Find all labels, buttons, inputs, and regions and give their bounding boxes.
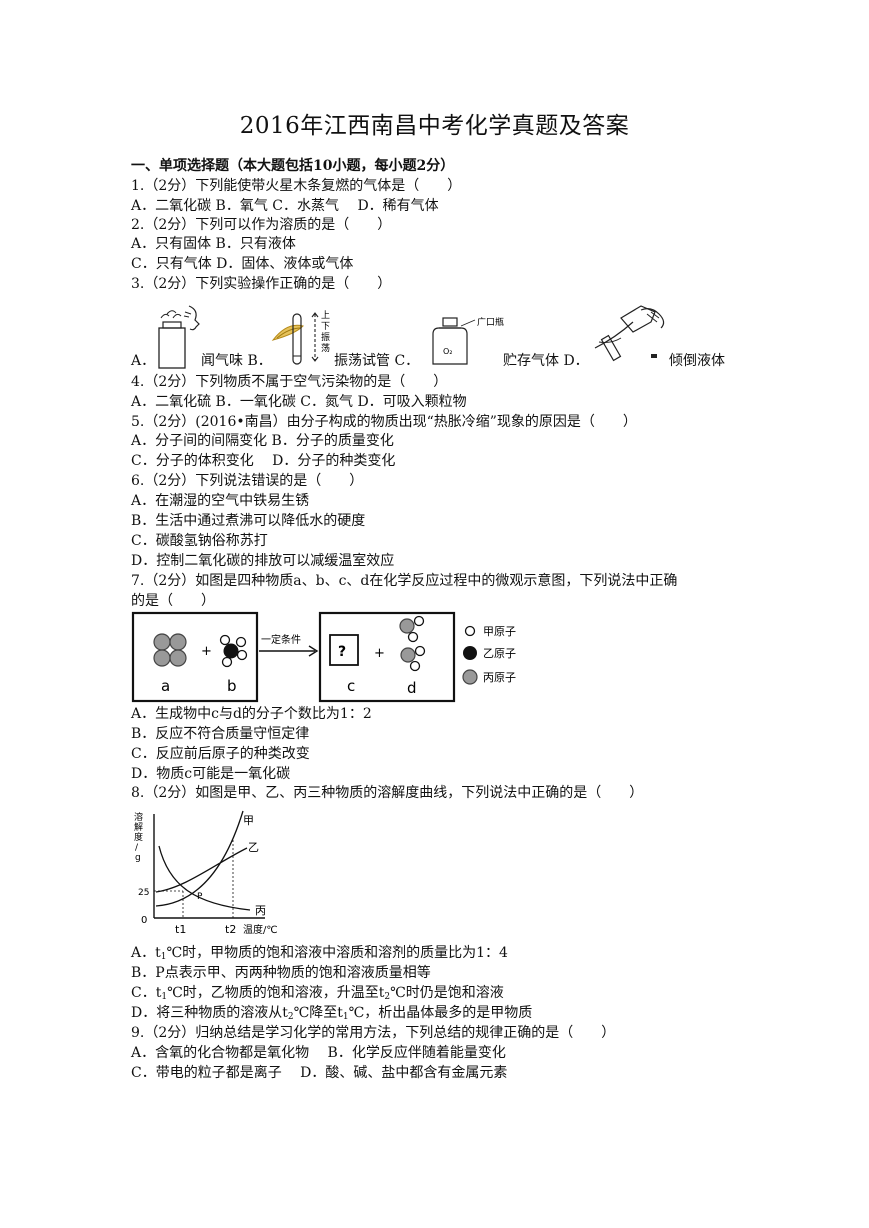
q2-stem: 2.（2分）下列可以作为溶质的是（ ） [131,217,392,233]
atom-d1-c [399,618,415,634]
q2-options-1: A．只有固体 B．只有液体 [131,236,296,252]
jar-gas-label: O₂ [443,347,453,356]
legend-jia: 甲原子 [483,625,516,638]
legend-yi: 乙原子 [483,647,516,660]
label-b: b [227,677,237,695]
legend-atom-jia [464,625,476,637]
q9-options-1: A．含氧的化合物都是氧化物 B．化学反应伴随着能量变化 [131,1045,506,1061]
q8-option-d: D．将三种物质的溶液从t2℃降至t1℃，析出晶体最多的是甲物质 [131,1005,533,1022]
q3-options-row: A． 闻气味 B． 上 下 振 荡 振荡试管 C． [131,300,751,372]
label-jia: 甲 [243,814,254,827]
label-d: d [407,679,417,697]
section-heading: 一、单项选择题（本大题包括10小题，每小题2分） [131,158,455,174]
q6-stem: 6.（2分）下列说法错误的是（ ） [131,473,364,489]
atom-c-4 [169,649,187,667]
q6-option-c: C．碳酸氢钠俗称苏打 [131,533,268,549]
q6-option-a: A．在潮湿的空气中铁易生锈 [131,493,310,509]
q7-stem-1: 7.（2分）如图是四种物质a、b、c、d在化学反应过程中的微观示意图，下列说法中… [131,573,678,589]
y-axis-char-4: / [135,843,139,853]
y-axis-char-1: 溶 [134,811,143,823]
y-axis-char-3: 度 [134,831,143,843]
q5-options-1: A．分子间的间隔变化 B．分子的质量变化 [131,433,394,449]
q7-option-a: A．生成物中c与d的分子个数比为1：2 [131,706,372,722]
q7-option-b: B．反应不符合质量守恒定律 [131,726,310,742]
legend-atom-yi [463,646,477,660]
q3-option-a-letter: A． [131,353,156,369]
q3-option-b-label: 振荡试管 C． [334,353,420,369]
q1-options: A．二氧化碳 B．氧气 C．水蒸气 D．稀有气体 [131,198,439,214]
reaction-condition: 一定条件 [261,633,301,646]
x-axis-label: 温度/℃ [243,923,278,936]
legend-atom-bing [462,669,478,685]
q2-options-2: C．只有气体 D．固体、液体或气体 [131,256,354,272]
jar-note: 广口瓶 [477,316,504,328]
atom-d2-a2 [409,660,421,672]
sniff-bottle-image [158,305,200,369]
q9-stem: 9.（2分）归纳总结是学习化学的常用方法，下列总结的规律正确的是（ ） [131,1025,616,1041]
label-bing: 丙 [255,904,266,917]
q6-option-b: B．生活中通过煮沸可以降低水的硬度 [131,513,366,529]
q5-options-2: C．分子的体积变化 D．分子的种类变化 [131,453,396,469]
shake-note-1: 上 [321,310,330,321]
shake-note-3: 振 [321,331,330,343]
q8-option-c: C．t1℃时，乙物质的饱和溶液，升温至t2℃时仍是饱和溶液 [131,985,504,1002]
plus-sign-2: + [374,646,385,661]
q3-option-c-label: 贮存气体 D． [503,353,589,369]
q4-stem: 4.（2分）下列物质不属于空气污染物的是（ ） [131,374,448,390]
q7-option-c: C．反应前后原子的种类改变 [131,746,310,762]
q3-option-d-label: 倾倒液体 [669,353,725,369]
q8-stem: 8.（2分）如图是甲、乙、丙三种物质的溶解度曲线，下列说法中正确的是（ ） [131,785,644,801]
point-p: P [197,892,203,902]
label-c: c [347,677,355,695]
atom-d1-a2 [407,631,419,643]
y-axis-char-5: g [135,853,141,863]
atom-b-center [223,643,239,659]
origin-label: 0 [141,915,147,926]
shake-note-2: 下 [321,322,330,332]
curve-bing [158,845,251,911]
atom-d1-a1 [413,615,425,627]
atom-d2-a1 [414,645,426,657]
q3-stem: 3.（2分）下列实验操作正确的是（ ） [131,276,392,292]
legend-bing: 丙原子 [483,671,516,684]
atom-c-1 [153,633,171,651]
atom-b-3 [236,649,248,661]
atom-b-1 [219,634,231,646]
curve-yi [155,847,248,893]
curve-jia [155,810,244,907]
shake-tube-image: 上 下 振 荡 [271,310,330,365]
q8-option-a: A．t1℃时，甲物质的饱和溶液中溶质和溶剂的质量比为1：4 [131,945,508,962]
atom-c-3 [153,649,171,667]
y-axis-char-2: 解 [134,821,143,833]
pour-liquid-image [594,305,665,362]
atom-c-2 [169,633,187,651]
q7-stem-2: 的是（ ） [131,593,215,609]
q3-option-a-label: 闻气味 B． [201,353,272,369]
plus-sign-1: + [201,644,212,659]
tick-t2: t2 [225,923,236,936]
unknown-molecule-box [329,634,359,666]
atom-b-4 [221,656,233,668]
q6-option-d: D．控制二氧化碳的排放可以减缓温室效应 [131,553,395,569]
q9-options-2: C．带电的粒子都是离子 D．酸、碱、盐中都含有金属元素 [131,1065,508,1081]
q1-stem: 1.（2分）下列能使带火星木条复燃的气体是（ ） [131,178,462,194]
label-yi: 乙 [248,841,259,854]
page-title: 2016年江西南昌中考化学真题及答案 [239,113,630,139]
reaction-diagram: + a b 一定条件 ? + c d 甲原子 乙原子 丙原子 [131,611,516,703]
q8-option-b: B．P点表示甲、丙两种物质的饱和溶液质量相等 [131,965,431,981]
gas-jar-image: O₂ 广口瓶 [432,316,504,365]
unknown-mark: ? [338,644,346,660]
q4-options: A．二氧化硫 B．一氧化碳 C．氮气 D．可吸入颗粒物 [131,394,467,410]
q5-stem: 5.（2分）(2016•南昌）由分子构成的物质出现“热胀冷缩”现象的原因是（ ） [131,414,637,430]
atom-b-2 [235,636,247,648]
q7-option-d: D．物质c可能是一氧化碳 [131,766,291,782]
shake-note-4: 荡 [321,342,330,354]
atom-d2-c [400,647,416,663]
y-tick-25: 25 [138,888,149,898]
label-a: a [161,677,170,695]
solubility-chart: 溶 解 度 / g 甲 乙 丙 P 25 0 t1 t2 温度/℃ [134,810,278,936]
tick-t1: t1 [175,923,186,936]
